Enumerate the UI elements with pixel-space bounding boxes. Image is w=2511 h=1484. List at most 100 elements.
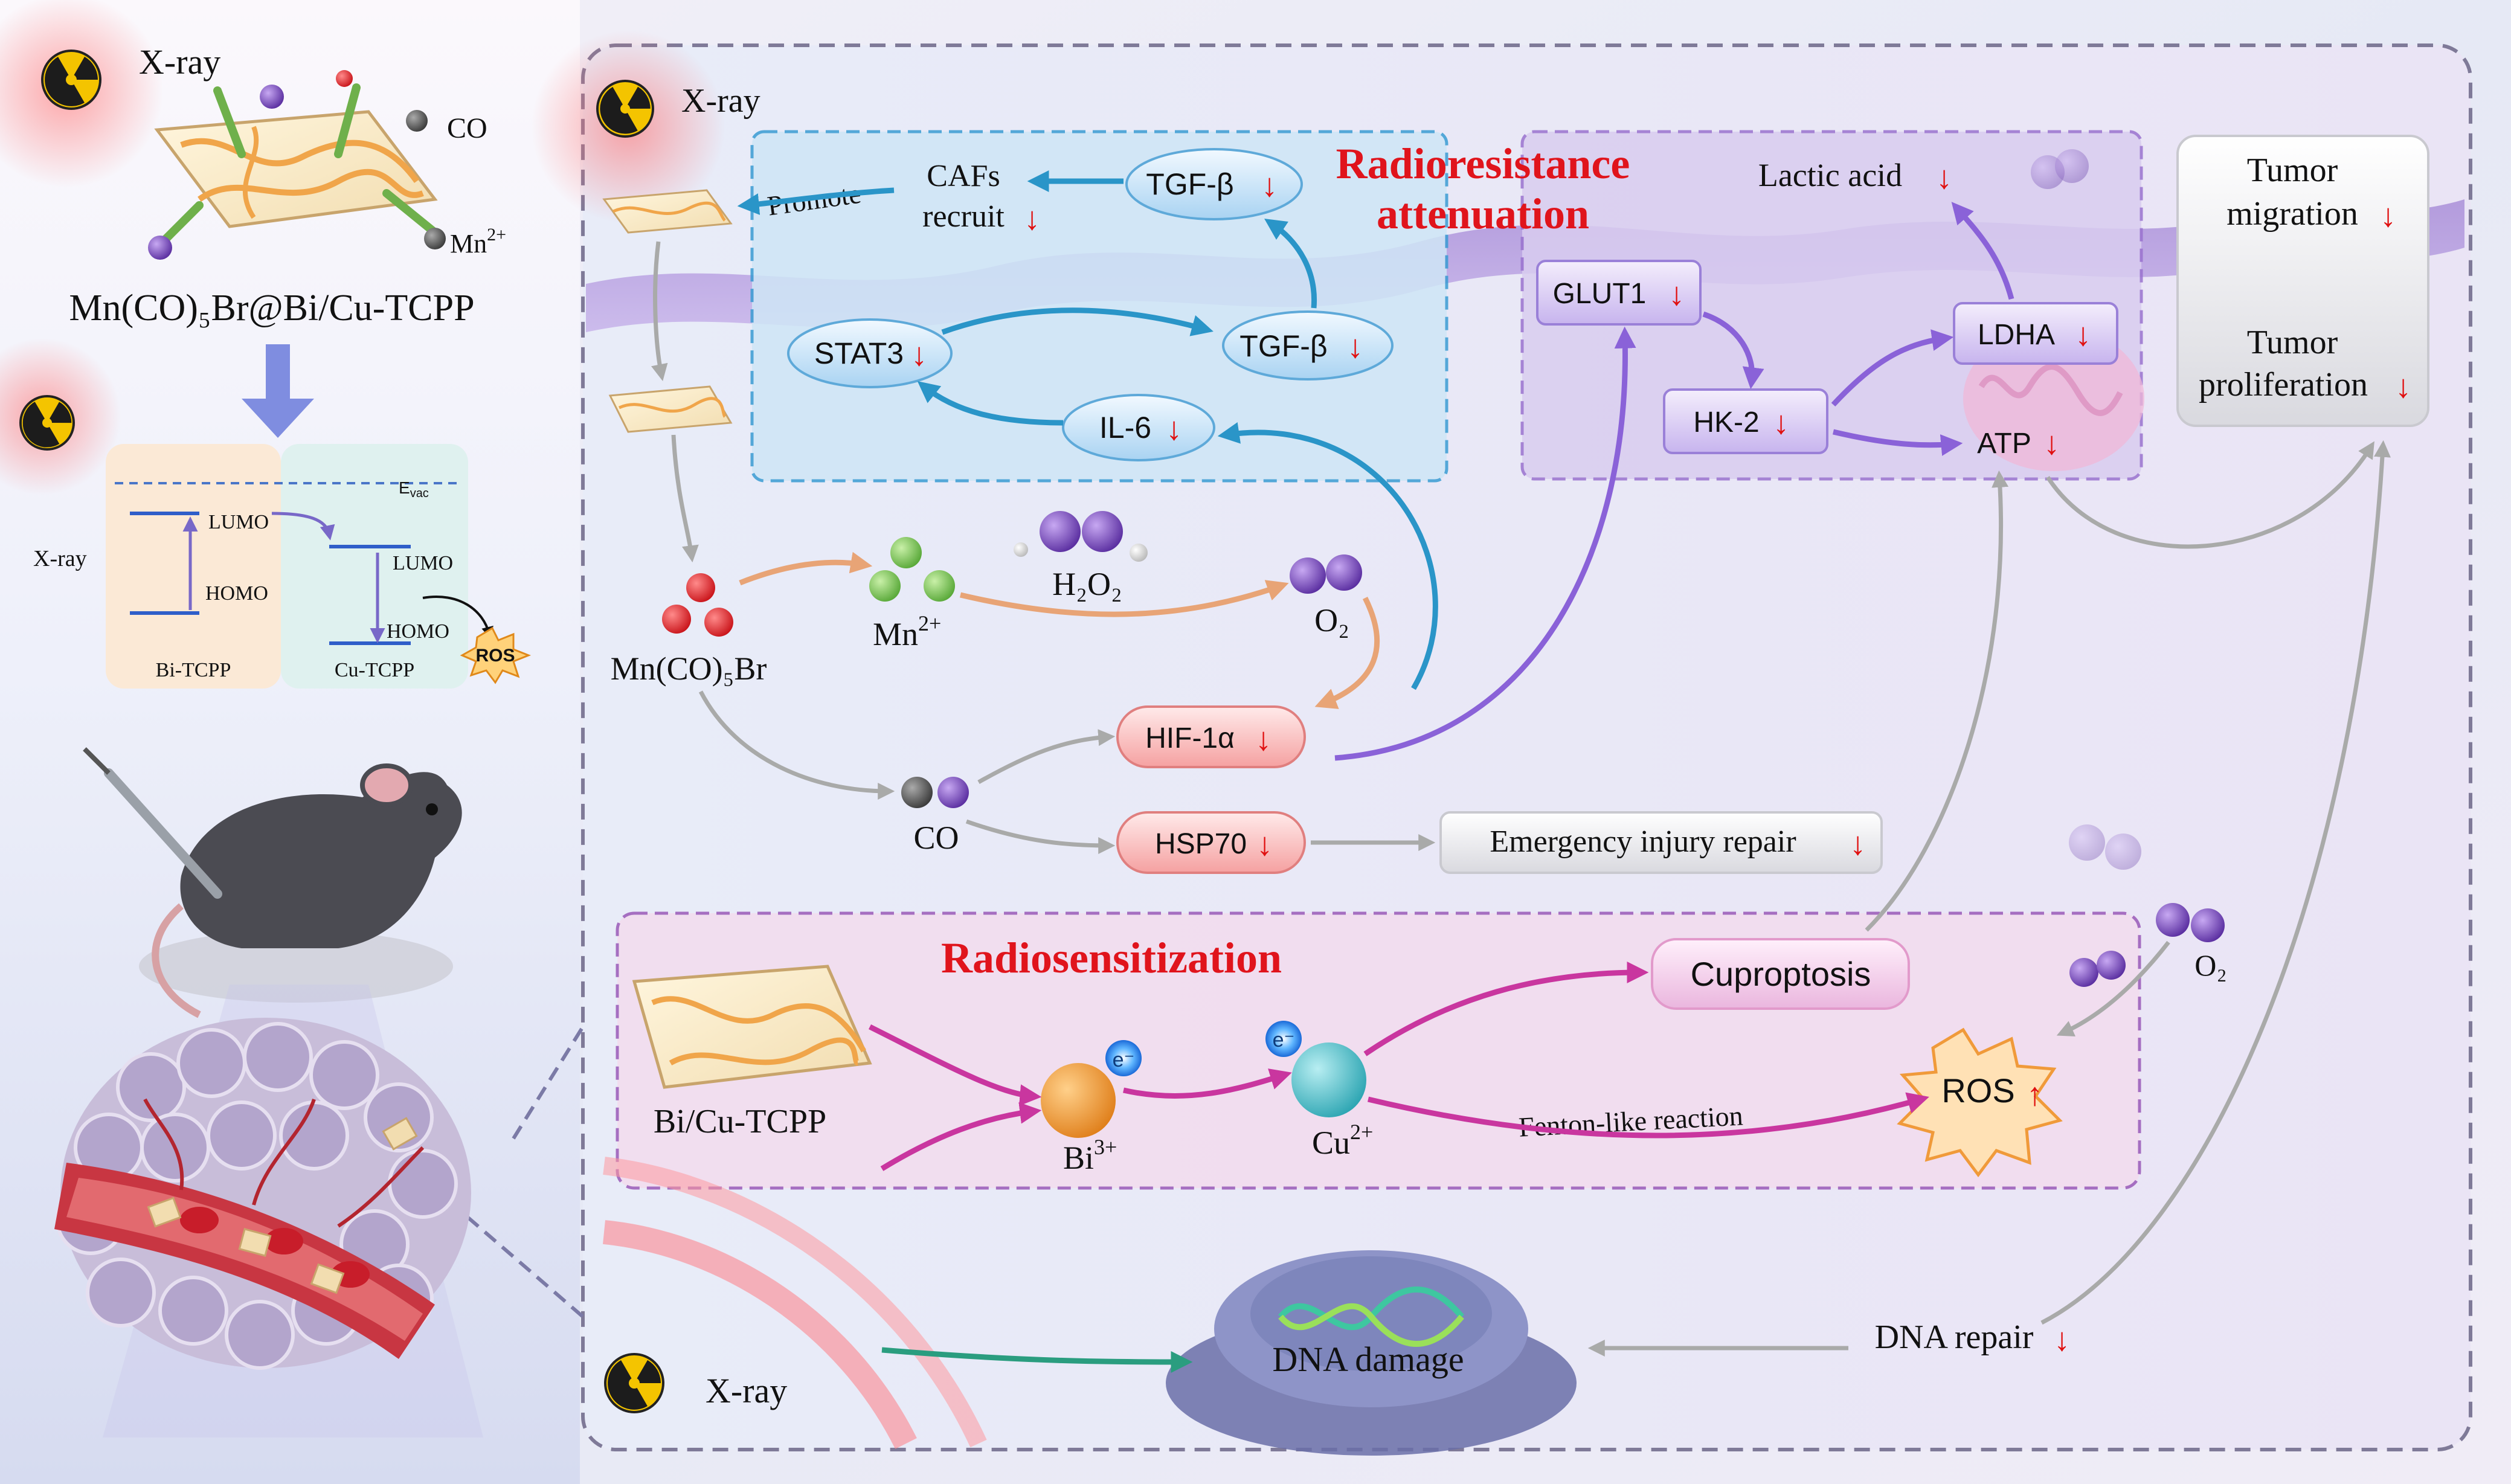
tgf-beta-mid-pill bbox=[1222, 310, 1394, 381]
arrow-mnco-to-mn2 bbox=[739, 551, 873, 586]
il6-pill bbox=[1062, 394, 1215, 461]
atp-label: ATP bbox=[1977, 428, 2031, 460]
lactic-down: ↓ bbox=[1936, 159, 1952, 196]
arrow-hk2-to-ldha bbox=[1831, 329, 1954, 407]
ros-arrow bbox=[422, 596, 494, 639]
bicu-nanosheet bbox=[632, 965, 872, 1089]
mn2-ions bbox=[869, 537, 955, 602]
arrow-il6-to-stat3 bbox=[917, 381, 1064, 426]
dna-repair-down: ↓ bbox=[2054, 1322, 2070, 1358]
arrow-sheet-down-2 bbox=[671, 434, 699, 563]
syringe-icon bbox=[104, 768, 222, 899]
radiosensitization-title: Radiosensitization bbox=[941, 934, 1282, 982]
bi-tcpp-label: Bi-TCPP bbox=[156, 659, 231, 681]
arrow-sheet-to-bi-2 bbox=[880, 1102, 1042, 1171]
arrow-bi-to-cu bbox=[1123, 1068, 1292, 1099]
arrow-hk2-to-atp bbox=[1832, 429, 1963, 456]
arrow-sheet-down-1 bbox=[651, 241, 668, 381]
tumor-illustration bbox=[54, 985, 483, 1437]
mn-label-sup: 2+ bbox=[487, 225, 506, 245]
atp-down: ↓ bbox=[2043, 425, 2060, 461]
arrow-tgf-to-tgftop bbox=[1264, 219, 1317, 309]
arrow-ldha-to-lactic bbox=[1951, 202, 2014, 300]
nanosheet-composite bbox=[148, 70, 446, 260]
dna-damage-label: DNA damage bbox=[1272, 1340, 1464, 1379]
cu-lumo-label: LUMO bbox=[393, 552, 453, 574]
nanosheet-small-top bbox=[602, 189, 733, 234]
arrow-glut1-to-hk2 bbox=[1702, 311, 1764, 390]
tumor-migration-line2: migration bbox=[2226, 195, 2358, 233]
zoom-line-bottom bbox=[449, 1200, 584, 1319]
stat3-pill bbox=[787, 318, 953, 388]
arrow-mnco-to-co bbox=[698, 690, 895, 800]
cuproptosis-pill bbox=[1651, 938, 1910, 1010]
main-xray-bottom-icon bbox=[604, 1353, 664, 1413]
tgf-top-down: ↓ bbox=[1261, 167, 1278, 204]
cafs-label-line2: recruit bbox=[922, 199, 1005, 234]
tumor-proliferation-line2: proliferation bbox=[2199, 366, 2368, 403]
glut1-label: GLUT1 bbox=[1553, 278, 1647, 310]
arrow-atp-to-tumor bbox=[2046, 441, 2374, 549]
mn2-label: Mn2+ bbox=[873, 611, 941, 652]
arrow-xray-to-dna bbox=[881, 1347, 1193, 1373]
ldha-down: ↓ bbox=[2075, 316, 2091, 353]
glut1-box bbox=[1536, 260, 1702, 326]
arrow-co-to-hsp70 bbox=[965, 819, 1116, 854]
transfer-arrow bbox=[271, 512, 335, 541]
cafs-label-line1: CAFs bbox=[927, 159, 1000, 193]
cafs-down: ↓ bbox=[1024, 201, 1040, 237]
cu2-base: Cu bbox=[1312, 1125, 1350, 1161]
hif-down: ↓ bbox=[1255, 721, 1272, 757]
co-label-left: CO bbox=[447, 112, 487, 144]
arrow-co-to-hif bbox=[977, 729, 1116, 785]
nucleus-dna-illustration bbox=[1166, 1250, 1577, 1456]
left-xray-radiation-icon bbox=[0, 0, 163, 187]
cu-homo-label: HOMO bbox=[387, 620, 449, 643]
arrow-o2-to-hif bbox=[1314, 596, 1380, 709]
mn2-sup: 2+ bbox=[918, 611, 941, 635]
arrow-mn2-to-o2 bbox=[959, 580, 1289, 617]
mnco-label: Mn(CO)₅Br bbox=[611, 650, 767, 687]
mnco-molecule bbox=[662, 573, 733, 637]
electron-cu bbox=[1265, 1021, 1302, 1057]
arrow-cuproptosis-to-atp bbox=[1865, 470, 2009, 932]
tumor-migration-line1: Tumor bbox=[2247, 152, 2338, 189]
emergency-label: Emergency injury repair bbox=[1490, 824, 1796, 859]
band-xray-label: X-ray bbox=[33, 546, 87, 571]
tgf-mid-down: ↓ bbox=[1347, 329, 1363, 365]
bi-homo-label: HOMO bbox=[205, 582, 268, 605]
co-label: CO bbox=[913, 820, 959, 856]
arrow-sheet-to-bi bbox=[868, 1024, 1042, 1107]
hk2-label: HK-2 bbox=[1693, 406, 1759, 438]
bicu-label: Bi/Cu-TCPP bbox=[654, 1103, 826, 1140]
evac-label: Evac bbox=[399, 478, 429, 500]
hsp70-pill bbox=[1116, 811, 1306, 874]
main-xray-bottom-label: X-ray bbox=[706, 1371, 787, 1410]
tgf-beta-top-label: TGF-β bbox=[1146, 167, 1233, 201]
lactic-acid-label: Lactic acid bbox=[1758, 157, 1902, 193]
down-arrow-left bbox=[242, 344, 314, 438]
o2-right-molecule bbox=[2069, 824, 2225, 987]
tgf-beta-top-pill bbox=[1125, 148, 1303, 220]
ros-main-label: ROS bbox=[1941, 1071, 2014, 1110]
ros-up: ↑ bbox=[2027, 1076, 2043, 1113]
o2-label: O₂ bbox=[1314, 602, 1349, 638]
evac-sub: vac bbox=[410, 487, 429, 500]
bi-lumo-label: LUMO bbox=[208, 511, 269, 533]
arrow-cafs-promote bbox=[737, 187, 895, 215]
compound-title: Mn(CO)₅Br@Bi/Cu-TCPP bbox=[69, 287, 474, 329]
cu-tcpp-region bbox=[281, 444, 468, 689]
hk2-down: ↓ bbox=[1773, 405, 1789, 441]
electron-bi bbox=[1105, 1040, 1142, 1076]
tumor-proliferation-line1: Tumor bbox=[2247, 324, 2338, 361]
proliferation-down: ↓ bbox=[2395, 368, 2411, 405]
main-xray-top-icon bbox=[532, 30, 725, 223]
ldha-label: LDHA bbox=[1978, 319, 2055, 351]
migration-down: ↓ bbox=[2380, 198, 2396, 234]
cu2-ion bbox=[1291, 1042, 1366, 1117]
dna-repair-label: DNA repair bbox=[1875, 1319, 2034, 1356]
arrow-o2-to-ros bbox=[2056, 940, 2170, 1036]
regulation-indicators: ↓ ↓ ↓ ↓ ↓ ↓ ↓ ↓ ↓ ↓ ↓ ↓ ↓ ↓ ↓ ↑ ↓ bbox=[911, 159, 2411, 1358]
hsp70-label: HSP70 bbox=[1155, 828, 1247, 860]
